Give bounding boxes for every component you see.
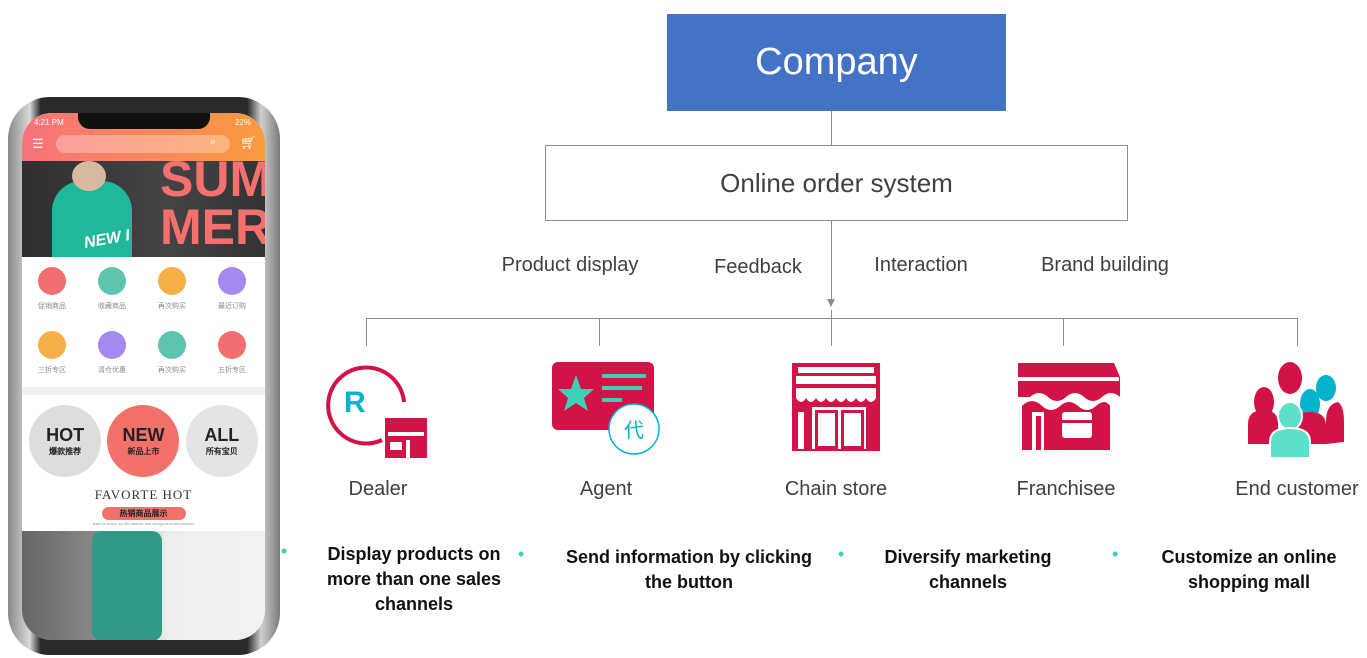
product-sweater (92, 531, 162, 640)
cart-icon[interactable]: 🛒︎ (240, 135, 257, 150)
category-label: 促销商品 (38, 303, 66, 310)
new-circle[interactable]: NEW 新品上市 (107, 405, 180, 477)
connector (831, 221, 832, 301)
bullet-icon: • (1112, 544, 1119, 564)
category-label: 收藏商品 (98, 303, 126, 310)
chain-store-icon (792, 363, 880, 451)
promo-circles: HOT 爆款推荐 NEW 新品上市 ALL 所有宝贝 (22, 395, 265, 477)
circle-en: ALL (204, 425, 240, 445)
branch-drop (599, 318, 600, 346)
section-header: FAVORTE HOT 热销商品展示 learn to enjoy my lif… (22, 487, 265, 526)
category-label: 清仓优惠 (98, 367, 126, 374)
app-header: 4:21 PM 22% ☰ ⌕ 🛒︎ (22, 113, 265, 161)
category-item[interactable]: 再次购买 (142, 331, 202, 387)
all-circle[interactable]: ALL 所有宝贝 (185, 405, 258, 477)
category-item[interactable]: 五折专区 (202, 331, 262, 387)
branch-drop (366, 318, 367, 346)
section-title: FAVORTE HOT (94, 487, 193, 502)
product-photo[interactable] (22, 531, 265, 640)
circle-cn: 所有宝贝 (205, 447, 238, 456)
channel-label-dealer: Dealer (348, 478, 408, 500)
circle-cn: 爆款推荐 (49, 447, 82, 456)
branch-drop (1063, 318, 1064, 346)
online-order-system-box: Online order system (545, 145, 1128, 221)
franchise-shop-icon (1013, 363, 1120, 450)
category-item[interactable]: 三折专区 (22, 331, 82, 387)
search-icon[interactable]: ⌕ (210, 136, 217, 148)
status-battery: 22% (234, 118, 251, 127)
arrow-down-icon (827, 299, 835, 307)
circle-en: NEW (122, 425, 165, 445)
channel-label-chain-store: Chain store (784, 478, 888, 500)
channel-label-agent: Agent (579, 478, 633, 500)
channel-label-franchisee: Franchisee (1016, 478, 1116, 500)
search-input[interactable] (56, 135, 230, 153)
category-item[interactable]: 清仓优惠 (82, 331, 142, 387)
category-item[interactable]: 再次购买 (142, 267, 202, 323)
category-item[interactable]: 促销商品 (22, 267, 82, 323)
bullet-icon: • (281, 541, 288, 561)
function-interaction: Interaction (874, 254, 968, 276)
status-time: 4:21 PM (34, 118, 64, 127)
banner-model (52, 181, 132, 257)
agent-card-icon: 代 (552, 362, 660, 455)
benefit-4: Customize an online shopping mall (1161, 547, 1337, 592)
hot-circle[interactable]: HOT 爆款推荐 (29, 405, 102, 477)
customers-group-icon (1248, 362, 1344, 459)
category-label: 最近订购 (218, 303, 246, 310)
category-label: 再次购买 (158, 303, 186, 310)
bullet-icon: • (838, 544, 845, 564)
banner-face (72, 161, 106, 191)
banner[interactable]: SUM MER NEW I (22, 161, 265, 257)
benefit-3: Diversify marketing channels (884, 547, 1052, 592)
function-feedback: Feedback (714, 256, 802, 278)
divider (22, 387, 265, 395)
phone-screen: 4:21 PM 22% ☰ ⌕ 🛒︎ SUM MER NEW I 促销商品 收藏… (22, 113, 265, 640)
circle-cn: 新品上市 (127, 447, 160, 456)
section-subtitle: 热销商品展示 (101, 507, 186, 520)
category-label: 五折专区 (218, 367, 246, 374)
branch-drop (831, 310, 832, 346)
bullet-icon: • (518, 544, 525, 564)
branch-drop (1297, 318, 1298, 346)
connector (831, 111, 832, 145)
company-box: Company (667, 14, 1006, 111)
benefit-1: Display products on more than one sales … (326, 544, 502, 614)
category-label: 三折专区 (38, 367, 66, 374)
svg-text:R: R (344, 386, 366, 419)
function-product-display: Product display (501, 254, 639, 276)
category-grid: 促销商品 收藏商品 再次购买 最近订购 三折专区 清仓优惠 再次购买 五折专区 (22, 257, 265, 387)
circle-en: HOT (46, 425, 85, 445)
registered-store-icon: R (326, 365, 427, 458)
benefit-2: Send information by clicking the button (565, 547, 813, 592)
category-item[interactable]: 收藏商品 (82, 267, 142, 323)
menu-icon[interactable]: ☰ (32, 136, 44, 151)
section-tagline: learn to enjoy my life fashion and desig… (92, 521, 195, 526)
banner-text: SUM MER (160, 161, 265, 255)
svg-text:代: 代 (624, 419, 644, 442)
category-item[interactable]: 最近订购 (202, 267, 262, 323)
channel-label-end-customer: End customer (1235, 478, 1359, 500)
notch (78, 113, 210, 129)
category-label: 再次购买 (158, 367, 186, 374)
function-brand-building: Brand building (1041, 254, 1169, 276)
